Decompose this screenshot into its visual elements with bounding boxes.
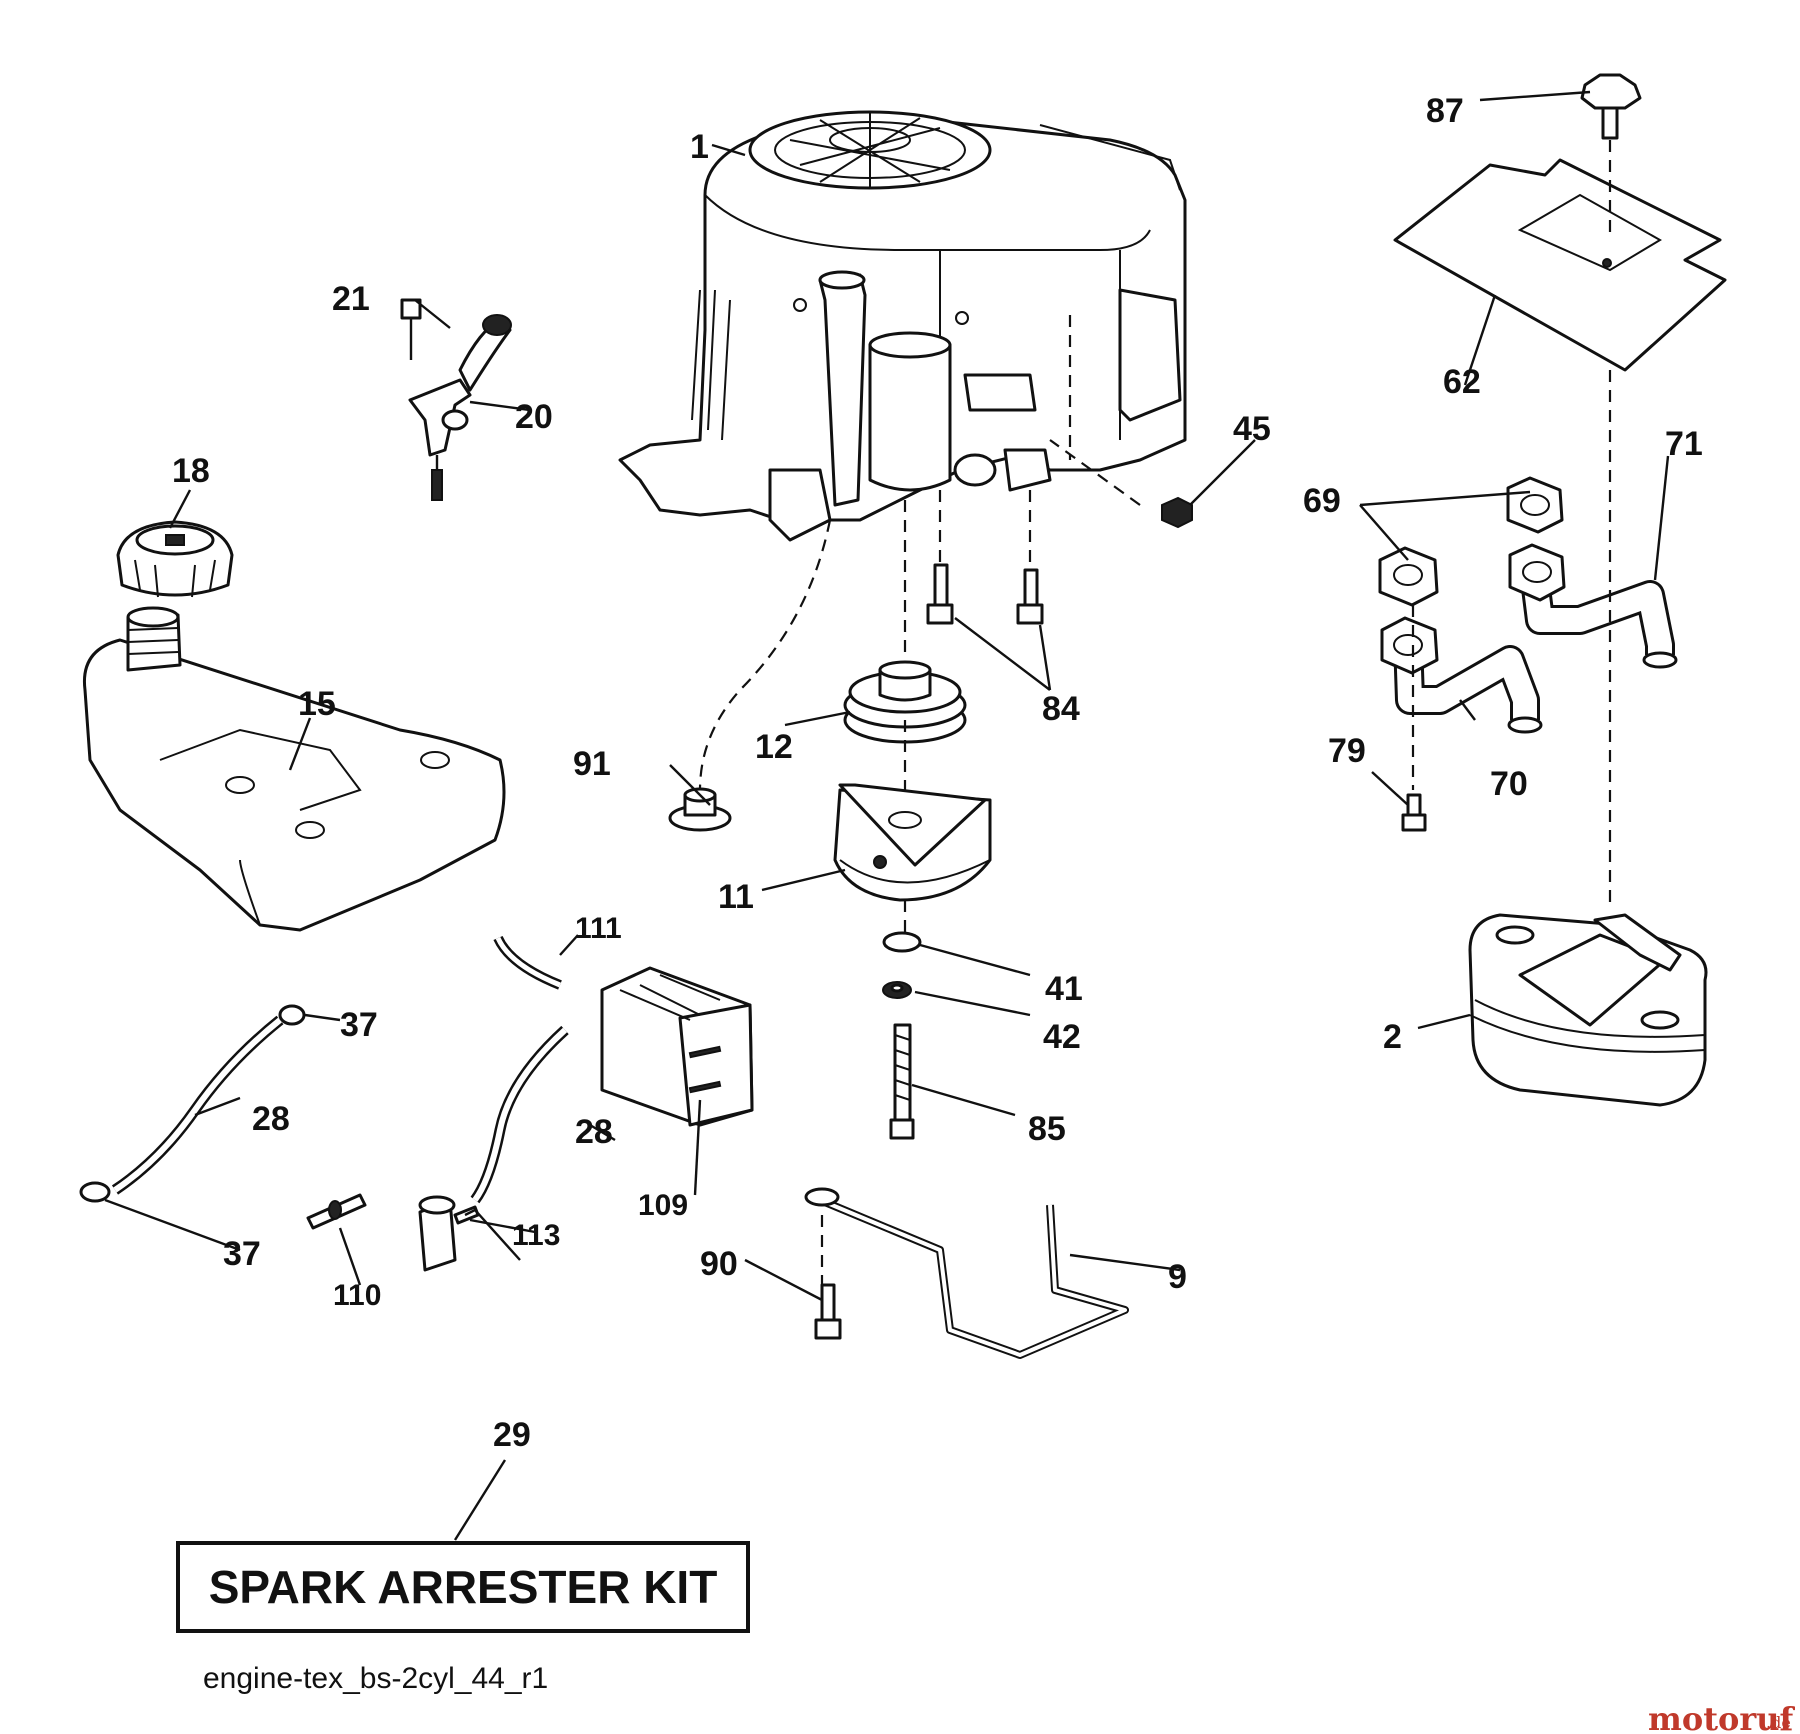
part-label-109: 109 (638, 1189, 688, 1222)
exhaust-pipe-71-illustration (1508, 543, 1678, 669)
part-label-62: 62 (1443, 363, 1481, 401)
part-label-21: 21 (332, 280, 370, 318)
part-label-28-left: 28 (252, 1100, 290, 1138)
part-label-69: 69 (1303, 482, 1341, 520)
part-label-70: 70 (1490, 765, 1528, 803)
part-label-1: 1 (690, 128, 709, 166)
washers-and-bolt-illustration (882, 931, 922, 1140)
part-label-28-right: 28 (575, 1113, 613, 1151)
watermark: motoruf .de (1648, 1700, 1795, 1734)
part-labels: 1 2 9 11 12 15 18 20 21 28 28 29 37 37 4… (172, 92, 1703, 1454)
spark-arrester-kit-callout: SPARK ARRESTER KIT (176, 1541, 750, 1633)
part-label-15: 15 (298, 685, 336, 723)
bolt-90-illustration (814, 1283, 842, 1340)
air-filter-illustration (600, 966, 754, 1127)
hose-111-illustration (493, 935, 562, 990)
watermark-brand: motoruf (1648, 1700, 1795, 1734)
part-label-20: 20 (515, 398, 553, 436)
exhaust-pipe-70-illustration (1380, 616, 1543, 734)
heat-shield-illustration (1393, 158, 1727, 372)
part-label-18: 18 (172, 452, 210, 490)
part-label-45: 45 (1233, 410, 1271, 448)
throttle-bracket-illustration (400, 298, 512, 501)
fuel-cap-illustration (116, 520, 234, 598)
part-label-42: 42 (1043, 1018, 1081, 1056)
bolt-79-illustration (1401, 793, 1427, 832)
knob-illustration (1580, 73, 1642, 140)
part-label-79: 79 (1328, 732, 1366, 770)
leader-lines (104, 90, 1670, 1541)
rod-illustration (804, 1187, 1129, 1359)
kit-label-box (176, 1541, 750, 1633)
part-label-85: 85 (1028, 1110, 1066, 1148)
engine-bolts-illustration (926, 563, 1044, 625)
hose-111-core (495, 936, 561, 988)
part-label-12: 12 (755, 728, 793, 766)
part-label-37-top: 37 (340, 1006, 378, 1044)
connector-110-illustration (306, 1193, 367, 1230)
part-label-111: 111 (575, 912, 622, 945)
part-label-41: 41 (1045, 970, 1083, 1008)
part-label-87: 87 (1426, 92, 1464, 130)
drawing-id: engine-tex_bs-2cyl_44_r1 (203, 1662, 548, 1695)
alignment-lines (698, 140, 1612, 1285)
clutch-illustration (833, 783, 992, 902)
fuel-line-right-illustration (470, 1025, 569, 1204)
muffler-illustration (1468, 913, 1708, 1107)
fuel-tank-illustration (82, 606, 506, 932)
part-label-84: 84 (1042, 690, 1080, 728)
fuel-line-left-illustration (79, 1004, 306, 1203)
part-label-9: 9 (1168, 1258, 1187, 1296)
part-label-113: 113 (512, 1219, 560, 1252)
kit-label: SPARK ARRESTER KIT (209, 1561, 718, 1613)
watermark-suffix: .de (1766, 1713, 1791, 1732)
pulley-illustration (843, 660, 967, 744)
fuel-filter-113-illustration (418, 1195, 480, 1272)
part-label-37-bottom: 37 (223, 1235, 261, 1273)
part-label-11: 11 (718, 878, 754, 916)
part-label-29: 29 (493, 1416, 531, 1454)
part-label-91: 91 (573, 745, 611, 783)
part-label-2: 2 (1383, 1018, 1402, 1056)
part-label-90: 90 (700, 1245, 738, 1283)
part-label-110: 110 (333, 1279, 381, 1312)
nut-illustration (1161, 496, 1193, 529)
engine-illustration (618, 110, 1187, 542)
part-label-71: 71 (1665, 425, 1703, 463)
